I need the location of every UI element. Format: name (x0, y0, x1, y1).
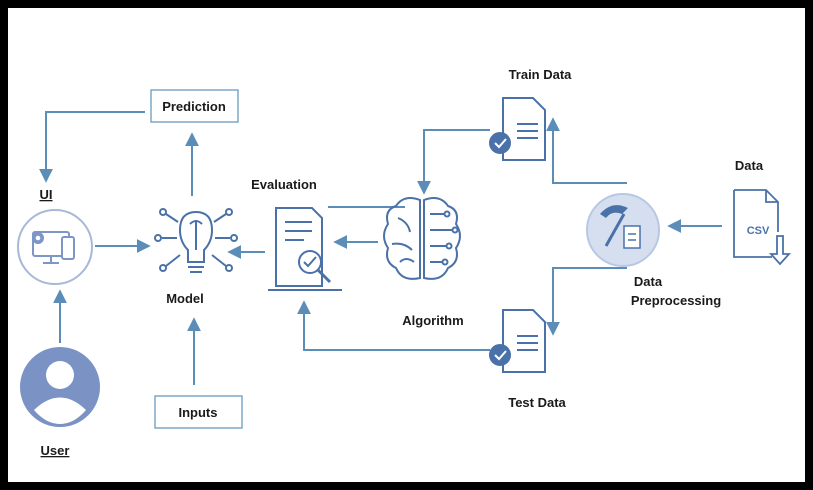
data-label: Data (735, 158, 764, 173)
csv-label: CSV (747, 225, 770, 237)
user-label: User (41, 443, 70, 458)
ui-label: UI (40, 187, 53, 202)
inputs-box: Inputs (154, 395, 243, 429)
data-preprocessing-label-1: Data (634, 274, 663, 289)
algorithm-brain-icon (383, 197, 461, 280)
evaluation-document-icon (268, 207, 342, 291)
prediction-label: Prediction (162, 99, 226, 114)
data-preprocessing-label-2: Preprocessing (631, 293, 721, 308)
arrow-train-to-algorithm (417, 129, 490, 195)
arrow-prediction-to-ui (39, 111, 145, 183)
test-data-label: Test Data (508, 395, 566, 410)
arrow-test-to-evaluation (297, 300, 490, 351)
data-preprocessing-icon (586, 193, 660, 267)
ui-icon (17, 209, 93, 285)
inputs-label: Inputs (179, 405, 218, 420)
train-data-label: Train Data (509, 67, 573, 82)
train-data-document-icon (489, 97, 546, 161)
model-brain-bulb-icon (154, 208, 238, 273)
arrow-preprocessing-to-test (546, 267, 627, 336)
model-label: Model (166, 291, 204, 306)
algorithm-label: Algorithm (402, 313, 463, 328)
evaluation-label: Evaluation (251, 177, 317, 192)
prediction-box: Prediction (150, 89, 239, 123)
arrow-preprocessing-to-train (546, 117, 627, 184)
csv-file-icon (733, 189, 792, 266)
user-avatar-icon (20, 347, 100, 427)
test-data-document-icon (489, 309, 546, 373)
connectors (39, 111, 722, 385)
